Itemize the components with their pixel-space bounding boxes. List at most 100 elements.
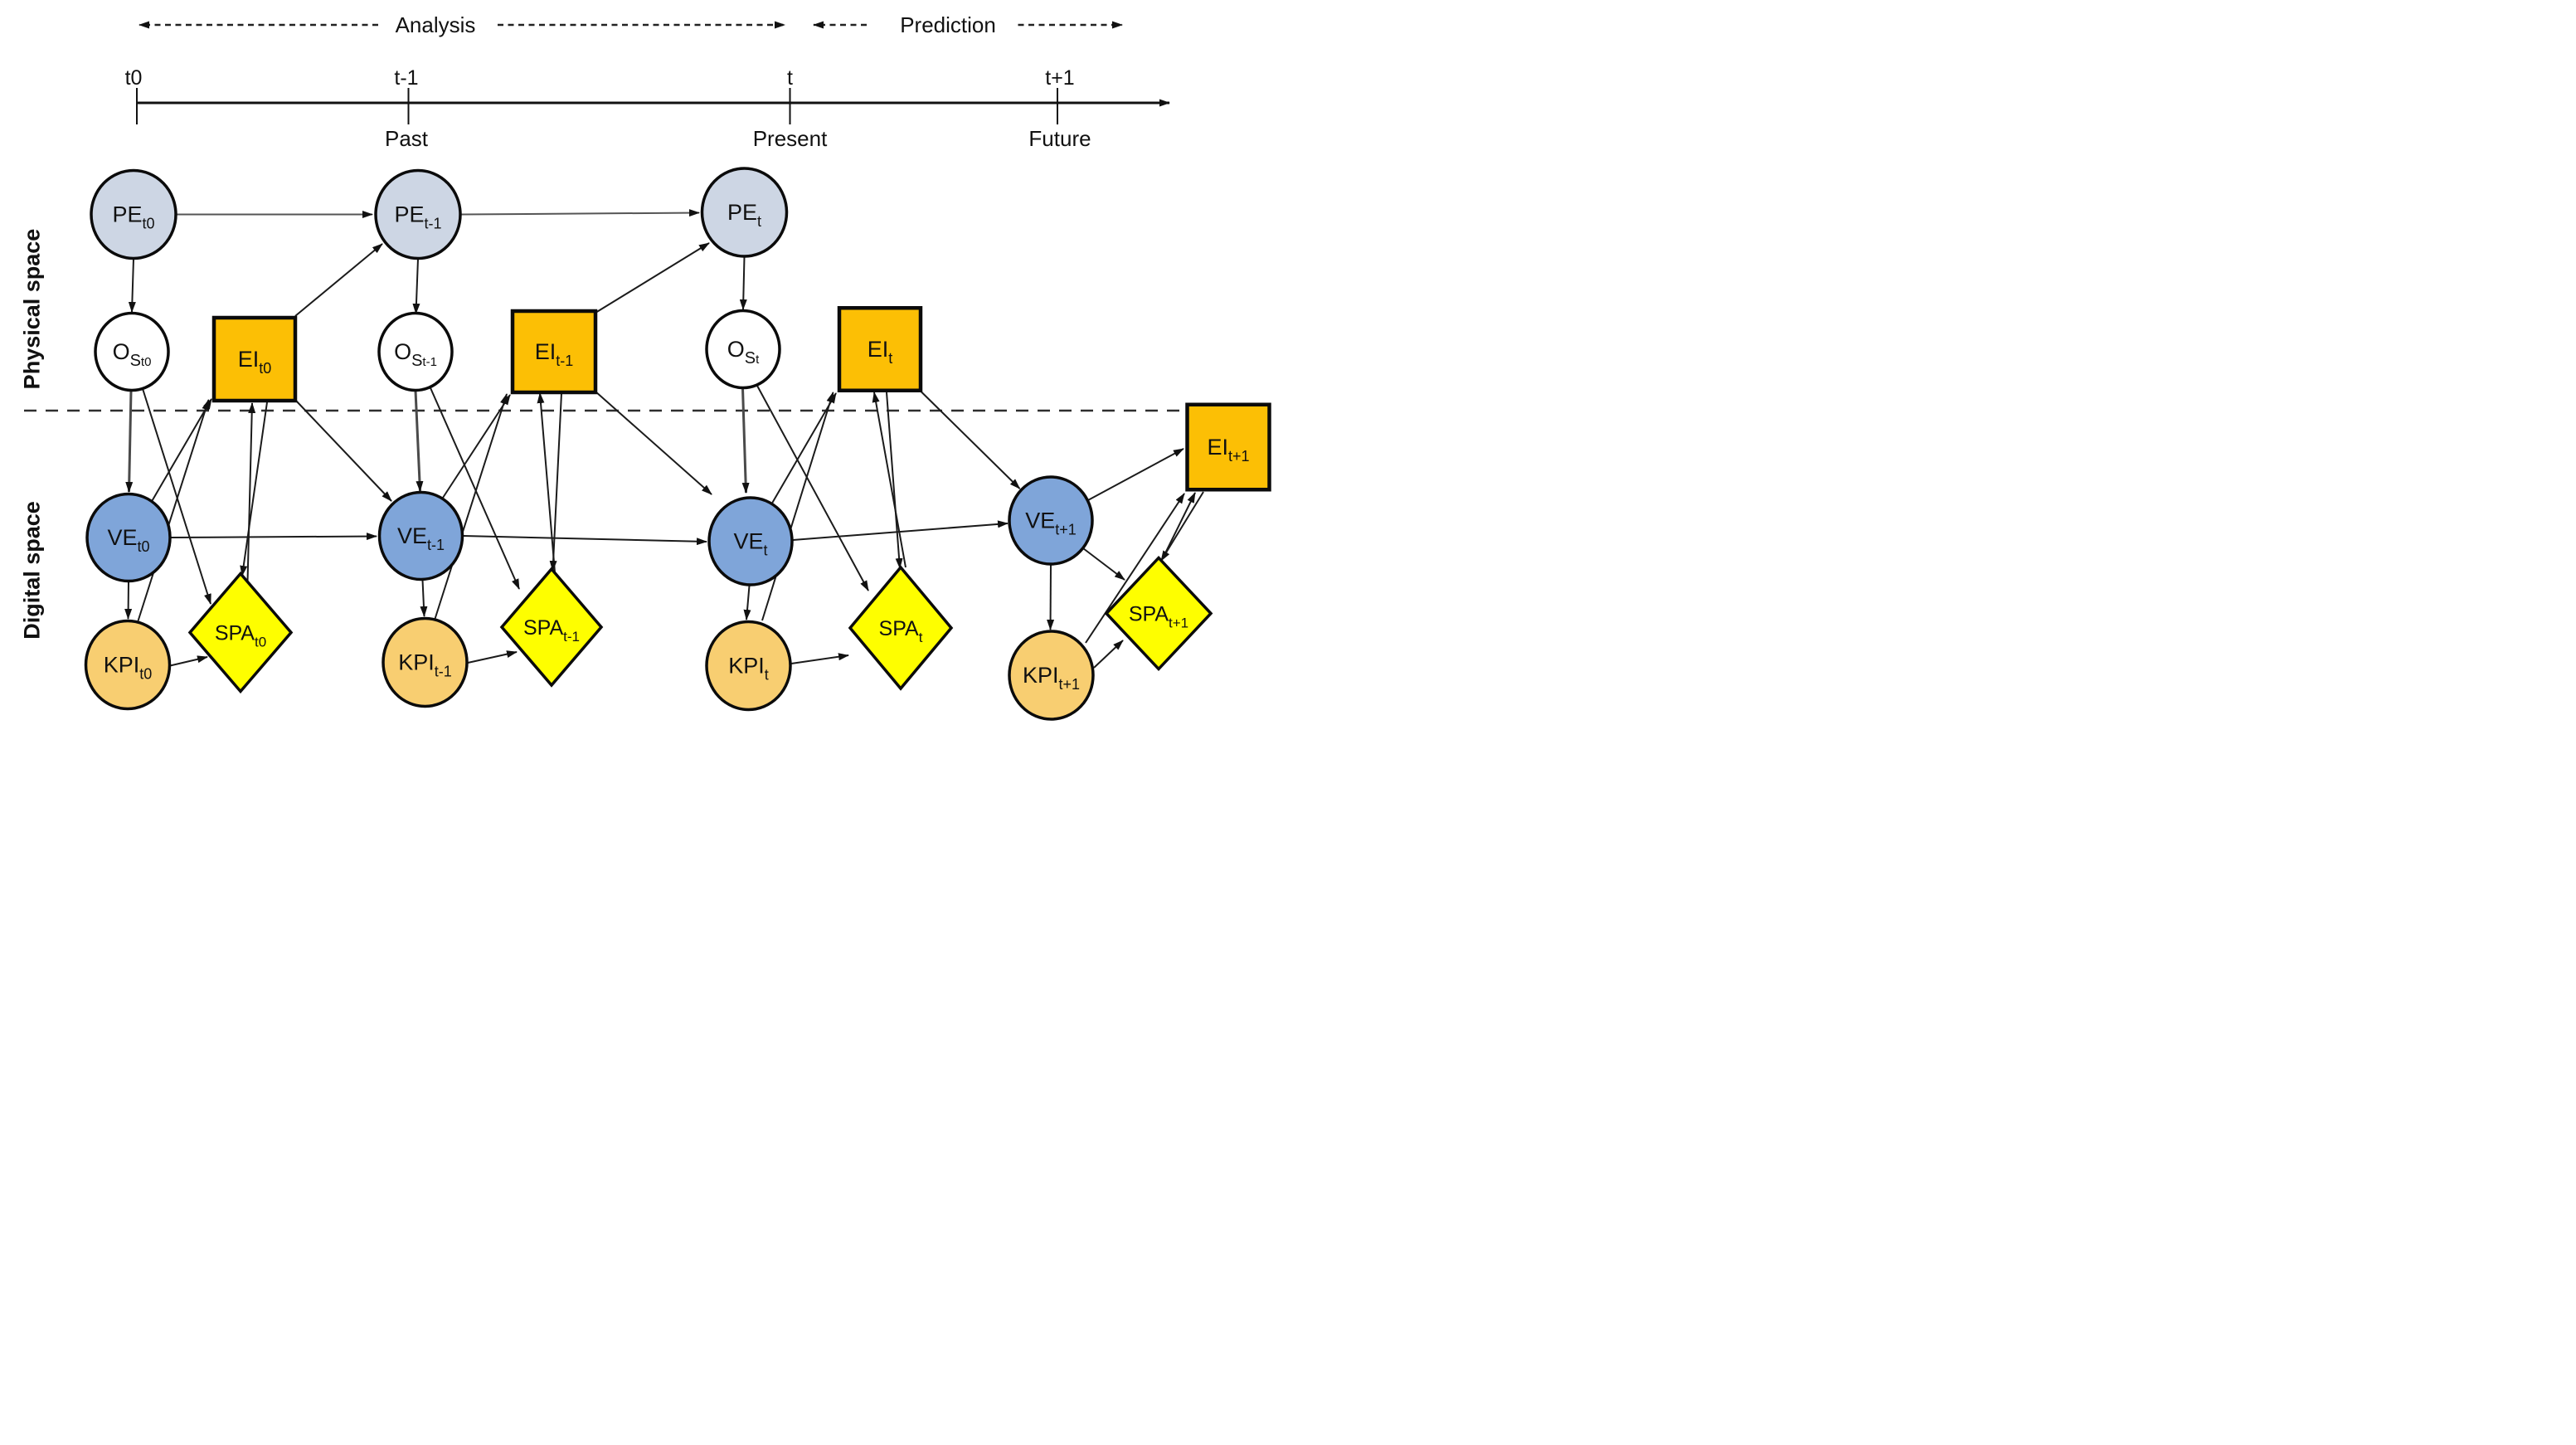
OS-t0-shape xyxy=(94,311,170,392)
node-KPI-t-1: KPIt-1 xyxy=(382,616,469,708)
VE-t+1-shape xyxy=(1008,475,1094,566)
node-SPA-t+1: SPAt+1 xyxy=(1104,555,1213,672)
analysis-phase-label: Analysis xyxy=(396,12,476,37)
node-VE-t+1: VEt+1 xyxy=(1008,475,1094,566)
SPA-t-1-label: SPAt-1 xyxy=(523,616,580,645)
KPI-t0-label: KPIt0 xyxy=(104,653,153,683)
VE-t-shape xyxy=(707,496,794,586)
OS-t-1-label: OSt-1 xyxy=(394,339,437,370)
edge-EI-t-1-to-VE-t xyxy=(595,391,712,495)
VE-t0-label: VEt0 xyxy=(107,525,149,555)
edge-EI-t0-to-VE-t-1 xyxy=(294,399,392,502)
edge-EI-t0-to-SPA-t0 xyxy=(240,401,268,577)
edge-VE-t-1-to-EI-t-1 xyxy=(441,394,511,500)
node-OS-t-1: OSt-1 xyxy=(377,311,454,392)
edge-EI-t+1-to-SPA-t+1 xyxy=(1160,491,1204,562)
edge-EI-t-to-SPA-t xyxy=(886,392,903,569)
edge-OS-t0-to-VE-t0 xyxy=(125,390,134,493)
node-EI-t0: EIt0 xyxy=(211,315,298,403)
node-PE-t0: PEt0 xyxy=(90,168,177,260)
KPI-t-shape xyxy=(705,620,792,712)
KPI-t-1-shape xyxy=(382,616,469,708)
EI-t-1-label: EIt-1 xyxy=(535,339,574,369)
edge-PE-t-to-OS-t xyxy=(739,256,747,310)
edge-VE-t0-to-EI-t0 xyxy=(151,398,212,502)
PE-t0-shape xyxy=(90,168,177,260)
edge-OS-t-1-to-VE-t-1 xyxy=(414,390,424,492)
timeline-tick-label-t+1: t+1 xyxy=(1045,66,1074,90)
VE-t+1-label: VEt+1 xyxy=(1025,508,1077,538)
physical-space-label: Physical space xyxy=(20,229,45,390)
edge-KPI-t+1-to-EI-t+1 xyxy=(1085,493,1185,644)
node-PE-t-1: PEt-1 xyxy=(374,168,462,260)
edge-SPA-t0-to-EI-t0 xyxy=(246,402,256,599)
OS-t-1-shape xyxy=(377,311,454,392)
edge-KPI-t+1-to-SPA-t+1 xyxy=(1093,640,1124,669)
EI-t0-label: EIt0 xyxy=(238,347,272,377)
node-EI-t+1: EIt+1 xyxy=(1185,402,1271,492)
figure-background xyxy=(0,0,1288,722)
edge-PE-t-1-to-PE-t xyxy=(460,209,700,217)
edge-VE-t+1-to-EI-t+1 xyxy=(1086,448,1184,502)
edge-VE-t-to-VE-t+1 xyxy=(792,520,1009,541)
VE-t-1-label: VEt-1 xyxy=(397,523,445,553)
edge-KPI-t-to-SPA-t xyxy=(790,653,849,664)
EI-t0-shape xyxy=(211,315,298,403)
edge-VE-t-to-EI-t xyxy=(771,392,837,504)
edge-KPI-t0-to-SPA-t0 xyxy=(168,655,208,667)
edge-OS-t0-to-SPA-t0 xyxy=(141,387,211,605)
VE-t0-shape xyxy=(85,492,172,583)
edge-KPI-t-1-to-SPA-t-1 xyxy=(467,650,518,664)
edge-layer xyxy=(124,209,1204,669)
edge-EI-t0-to-PE-t-1 xyxy=(294,243,383,317)
node-PE-t: PEt xyxy=(700,167,789,258)
edge-OS-t-1-to-SPA-t-1 xyxy=(429,387,520,590)
edge-VE-t0-to-VE-t-1 xyxy=(170,533,377,541)
EI-t-1-shape xyxy=(510,309,598,395)
PE-t-1-shape xyxy=(374,168,462,260)
timeline-tick-label-t-1: t-1 xyxy=(394,66,418,90)
edge-KPI-t-to-EI-t xyxy=(761,392,834,621)
PE-t-1-label: PEt-1 xyxy=(394,202,441,232)
timeline-period-label-past: Past xyxy=(385,126,429,151)
edge-SPA-t+1-to-EI-t+1 xyxy=(1163,492,1196,557)
KPI-t-label: KPIt xyxy=(728,654,769,684)
edge-KPI-t0-to-EI-t0 xyxy=(137,399,210,621)
prediction-phase-label: Prediction xyxy=(900,12,996,37)
timeline-period-label-future: Future xyxy=(1028,126,1091,151)
edge-SPA-t-to-EI-t xyxy=(872,392,906,568)
node-KPI-t: KPIt xyxy=(705,620,792,712)
KPI-t0-shape xyxy=(84,619,172,711)
SPA-t-label: SPAt xyxy=(879,617,923,645)
phase-axis: Analysis Prediction xyxy=(139,12,1123,37)
edge-VE-t+1-to-KPI-t+1 xyxy=(1047,564,1055,630)
OS-t0-label: OSt0 xyxy=(113,339,152,370)
node-VE-t0: VEt0 xyxy=(85,492,172,583)
edge-PE-t0-to-OS-t0 xyxy=(128,258,136,313)
EI-t+1-label: EIt+1 xyxy=(1207,435,1249,465)
node-KPI-t0: KPIt0 xyxy=(84,619,172,711)
node-OS-t0: OSt0 xyxy=(94,311,170,392)
VE-t-1-shape xyxy=(377,490,464,581)
edge-VE-t-1-to-VE-t xyxy=(463,535,707,546)
node-KPI-t+1: KPIt+1 xyxy=(1008,630,1095,721)
VE-t-label: VEt xyxy=(733,529,767,559)
KPI-t+1-shape xyxy=(1008,630,1095,721)
edge-EI-t-to-VE-t+1 xyxy=(920,391,1021,489)
EI-t+1-shape xyxy=(1185,402,1271,492)
SPA-t-1-shape xyxy=(499,567,604,688)
SPA-t+1-shape xyxy=(1104,555,1213,672)
node-EI-t-1: EIt-1 xyxy=(510,309,598,395)
edge-SPA-t-1-to-EI-t-1 xyxy=(537,392,556,573)
EI-t-label: EIt xyxy=(868,337,893,367)
SPA-t+1-label: SPAt+1 xyxy=(1129,603,1188,631)
PE-t-shape xyxy=(700,167,789,258)
SPA-t0-shape xyxy=(187,571,294,694)
OS-t-label: OSt xyxy=(727,337,760,367)
node-EI-t: EIt xyxy=(837,306,923,392)
